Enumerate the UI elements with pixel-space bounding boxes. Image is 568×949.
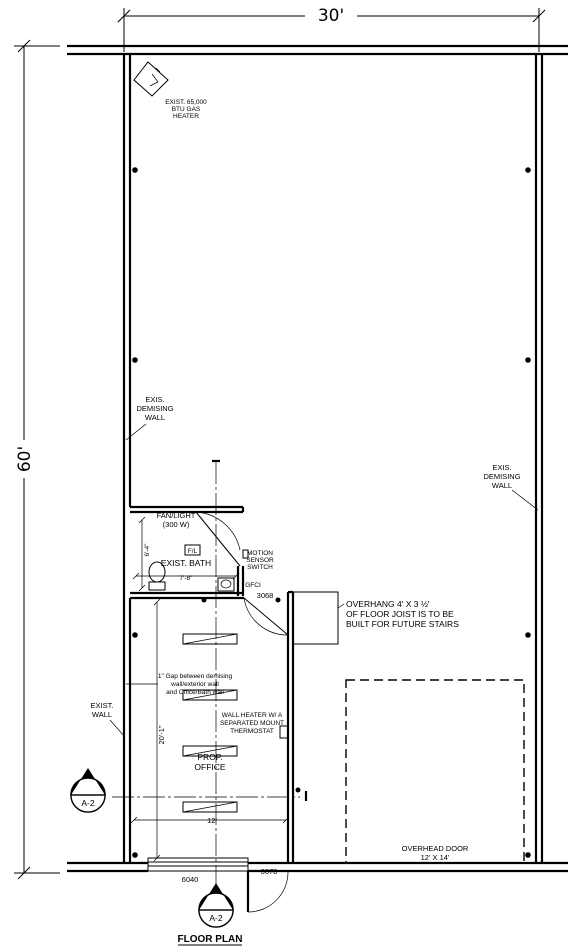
office-dim-horizontal: 12' <box>207 816 217 825</box>
width-dimension: 30' <box>117 6 546 52</box>
motion-label-1: MOTION <box>247 550 273 557</box>
height-dimension: 60' <box>14 39 60 880</box>
exist-wall-leader <box>109 719 125 737</box>
gas-heater-icon <box>133 61 169 97</box>
bath-dim-horizontal: 7'-8" <box>180 575 194 582</box>
wall-heater-label-1: WALL HEATER W/ A <box>222 712 283 719</box>
left-wall-label-1: EXIS. <box>145 395 164 404</box>
heater-label-1: EXIST. 65,000 <box>165 99 207 106</box>
bath-label: EXIST. BATH <box>161 558 211 568</box>
office-light-fixtures <box>182 633 238 813</box>
toilet-icon <box>148 561 166 591</box>
bath-vertical-dim <box>138 516 146 592</box>
fan-label-1: FAN/LIGHT <box>157 511 196 520</box>
wall-heater-icon <box>279 725 289 739</box>
width-dim-label: 30' <box>318 6 344 26</box>
overhead-door <box>345 679 525 864</box>
office-door-swing <box>243 597 289 636</box>
overhang-box <box>292 591 339 645</box>
exist-wall-label-1: EXIST. <box>91 701 114 710</box>
gap-note-1: 1" Gap between demising <box>158 673 233 680</box>
fan-label-2: (300 W) <box>163 520 190 529</box>
gap-note-3: and Office/Bath wall <box>166 689 224 696</box>
section-marker-a <box>198 883 234 928</box>
office-horizontal-dim <box>130 816 290 824</box>
office-label-1: PROP. <box>197 752 222 762</box>
bath-door-leaf <box>195 511 241 567</box>
section-b-letter: B <box>85 782 91 792</box>
right-wall-label-3: WALL <box>492 481 512 490</box>
overhang-label-3: BUILT FOR FUTURE STAIRS <box>346 619 459 629</box>
overhang-leader <box>337 603 345 609</box>
right-wall-label-2: DEMISING <box>483 472 520 481</box>
office-label-2: OFFICE <box>194 762 225 772</box>
section-a-letter: A <box>213 897 219 907</box>
bath-dim-vertical: 6'-4" <box>144 543 151 557</box>
sink-icon <box>217 577 235 592</box>
height-dim-label: 60' <box>15 446 35 472</box>
gfci-label: GFCI <box>245 582 261 589</box>
motion-sensor-icon <box>242 549 249 559</box>
building-shell <box>67 44 568 873</box>
motion-label-3: SWITCH <box>247 564 273 571</box>
heater-label-2: BTU GAS <box>172 106 201 113</box>
right-wall-leader <box>511 489 539 511</box>
overhead-label-1: OVERHEAD DOOR <box>402 844 469 853</box>
section-marker-b <box>70 768 106 813</box>
section-b-sheet: A-2 <box>81 798 95 808</box>
bath-walls <box>130 505 245 600</box>
office-dim-vertical: 20'-1" <box>157 725 166 744</box>
door-3068-label: 3068 <box>257 591 274 600</box>
overhang-label-2: OF FLOOR JOIST IS TO BE <box>346 609 454 619</box>
left-wall-label-3: WALL <box>145 413 165 422</box>
window-6040-label: 6040 <box>182 875 199 884</box>
left-wall-label-2: DEMISING <box>136 404 173 413</box>
entry-door-swing <box>247 870 289 913</box>
wall-heater-label-2: SEPARATED MOUNT <box>220 720 284 727</box>
wall-heater-label-3: THERMOSTAT <box>230 728 274 735</box>
overhead-label-2: 12' X 14' <box>421 853 450 862</box>
left-wall-leader <box>125 423 147 441</box>
drawing-title: FLOOR PLAN <box>178 934 243 945</box>
fl-symbol-label: F/L <box>188 548 198 555</box>
bath-door-swing <box>195 511 241 551</box>
overhang-label-1: OVERHANG 4' X 3 ½' <box>346 599 430 609</box>
door-3070-label: 3070 <box>261 867 278 876</box>
motion-label-2: SENSOR <box>246 557 274 564</box>
window-6040 <box>147 857 249 872</box>
heater-label-3: HEATER <box>173 113 199 120</box>
gap-note-2: wall/exterior wall <box>170 681 219 688</box>
section-a-sheet: A-2 <box>209 913 223 923</box>
office-door-leaf <box>243 597 289 636</box>
exist-wall-label-2: WALL <box>92 710 112 719</box>
right-wall-label-1: EXIS. <box>492 463 511 472</box>
fan-light-symbol <box>184 544 201 556</box>
